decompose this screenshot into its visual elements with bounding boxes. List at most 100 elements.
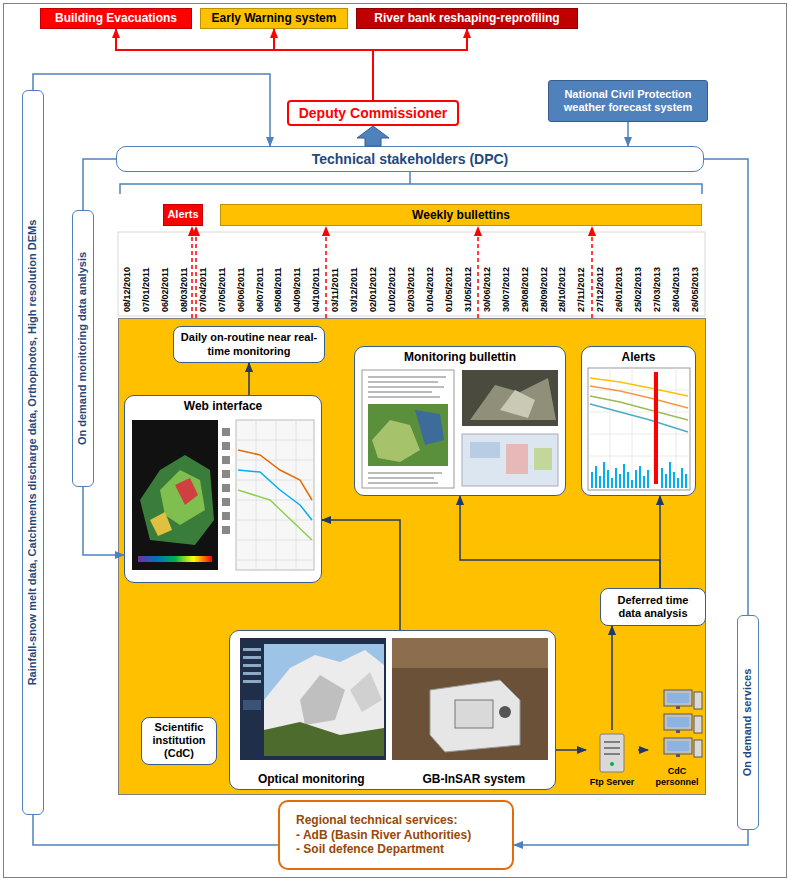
web-screenshot bbox=[238, 470, 312, 520]
web-screenshot bbox=[236, 420, 314, 570]
web-screenshot bbox=[222, 526, 230, 534]
bulletin-thumbnail bbox=[368, 404, 448, 466]
date-label: 01/02/2012 bbox=[387, 267, 398, 312]
computer-icon bbox=[667, 693, 689, 703]
institution-panel: Scientific institution (CdC) Daily on-rou… bbox=[118, 318, 706, 795]
node-text: On demand services bbox=[742, 669, 755, 777]
connector bbox=[33, 74, 270, 146]
gbinsar-photo bbox=[392, 638, 548, 760]
computer-icon bbox=[667, 741, 689, 751]
data-box: Rainfall-snow melt data, Catchments disc… bbox=[22, 90, 44, 815]
connector bbox=[556, 749, 586, 751]
connector bbox=[83, 159, 116, 210]
optical-photo bbox=[243, 656, 261, 659]
optical-photo bbox=[243, 700, 261, 710]
date-label: 06/02/2011 bbox=[160, 267, 171, 312]
server-icon: Ftp Server bbox=[586, 730, 638, 790]
bulletin-thumbnail bbox=[368, 482, 438, 484]
outer-frame bbox=[4, 4, 787, 878]
date-label: 06/06/2011 bbox=[236, 267, 247, 312]
connector bbox=[638, 749, 648, 751]
web-screenshot bbox=[238, 490, 312, 540]
computer-icon bbox=[676, 730, 680, 733]
connector bbox=[373, 29, 467, 100]
gbinsar-photo bbox=[392, 638, 548, 668]
connector bbox=[627, 122, 629, 146]
ftp-server-icon bbox=[604, 747, 620, 749]
bulletin-thumbnail bbox=[534, 448, 552, 470]
date-label: 04/10/2011 bbox=[311, 267, 322, 312]
alert-box: Alerts bbox=[163, 204, 203, 226]
ftp-server-icon bbox=[604, 753, 620, 755]
dashed-arrow bbox=[195, 227, 197, 318]
bulletin-thumbnail bbox=[368, 391, 432, 393]
node-text: Alerts bbox=[167, 208, 198, 221]
node-text: Ftp Server bbox=[590, 777, 635, 788]
date-label: 27/12/2012 bbox=[595, 267, 606, 312]
date-label: 01/05/2012 bbox=[444, 267, 455, 312]
bulletin-thumbnail bbox=[362, 370, 558, 488]
optical-photo bbox=[243, 680, 261, 683]
optical-photo bbox=[264, 722, 384, 756]
dashed-arrow bbox=[191, 227, 193, 318]
action-box: Early Warning system bbox=[200, 8, 348, 29]
alert-chart bbox=[588, 368, 690, 490]
web-screenshot bbox=[222, 456, 230, 464]
bulletin-panel: Monitoring bullettin bbox=[354, 346, 566, 496]
bulletin-box: Weekly bullettins bbox=[220, 204, 702, 226]
date-label: 03/11/2011 bbox=[330, 268, 341, 312]
alert-chart bbox=[590, 396, 688, 420]
date-label: 07/05/2011 bbox=[217, 267, 228, 312]
connector bbox=[116, 29, 373, 100]
dashed-arrow bbox=[192, 227, 592, 318]
node-text: - AdB (Basin River Authorities) bbox=[296, 828, 471, 842]
ftp-server-icon bbox=[604, 741, 620, 743]
date-label: 26/05/2013 bbox=[690, 267, 701, 312]
web-screenshot bbox=[132, 420, 314, 570]
monitoring-box: Daily on-routine near real-time monitori… bbox=[173, 326, 325, 363]
date-label: 26/04/2013 bbox=[671, 267, 682, 312]
ftp-server-icon bbox=[610, 762, 614, 766]
sensor-panel: Optical monitoringGB-InSAR system bbox=[229, 630, 556, 790]
connector bbox=[274, 29, 373, 100]
node-text: On demand monitoring data analysis bbox=[77, 252, 90, 445]
bulletin-thumbnail bbox=[372, 420, 420, 462]
alert-chart bbox=[590, 404, 688, 432]
computer-icon bbox=[664, 690, 692, 706]
connector bbox=[704, 159, 748, 615]
node-text: Scientific institution (CdC) bbox=[141, 717, 217, 765]
date-label: 08/12/2010 bbox=[122, 267, 133, 312]
date-label: 28/10/2012 bbox=[557, 267, 568, 312]
forecast-box: National Civil Protection weather foreca… bbox=[548, 80, 708, 122]
dashed-arrow bbox=[325, 227, 327, 318]
node-text: Daily on-routine near real-time monitori… bbox=[179, 331, 319, 357]
dashed-arrow bbox=[477, 227, 479, 318]
date-label: 04/09/2011 bbox=[292, 267, 303, 312]
bulletin-thumbnail bbox=[500, 390, 535, 418]
alert-chart bbox=[590, 386, 688, 408]
bulletin-thumbnail bbox=[415, 410, 444, 445]
interface-panel: Web interface bbox=[124, 395, 322, 583]
optical-photo bbox=[240, 638, 386, 760]
connector bbox=[357, 126, 389, 146]
node-text: Alerts bbox=[621, 350, 655, 364]
date-label: 31/05/2012 bbox=[463, 267, 474, 312]
stakeholder-box: Technical stakeholders (DPC) bbox=[116, 146, 704, 172]
dashed-arrow bbox=[591, 227, 593, 318]
web-screenshot bbox=[175, 478, 198, 505]
node-text: Building Evacuations bbox=[55, 11, 177, 25]
node-text: - Soil defence Department bbox=[296, 842, 444, 856]
computer-icon bbox=[694, 692, 702, 709]
web-screenshot bbox=[140, 455, 214, 545]
node-text: Web interface bbox=[184, 399, 262, 413]
optical-photo bbox=[350, 672, 382, 712]
analysis-box: Deferred time data analysis bbox=[600, 588, 706, 626]
node-text: Weekly bullettins bbox=[412, 208, 510, 222]
web-screenshot bbox=[138, 556, 212, 562]
web-screenshot bbox=[222, 470, 230, 478]
date-label: 27/03/2013 bbox=[652, 267, 663, 312]
date-label: 27/11/2012 bbox=[576, 267, 587, 312]
web-screenshot bbox=[150, 512, 172, 536]
web-screenshot bbox=[222, 428, 230, 436]
